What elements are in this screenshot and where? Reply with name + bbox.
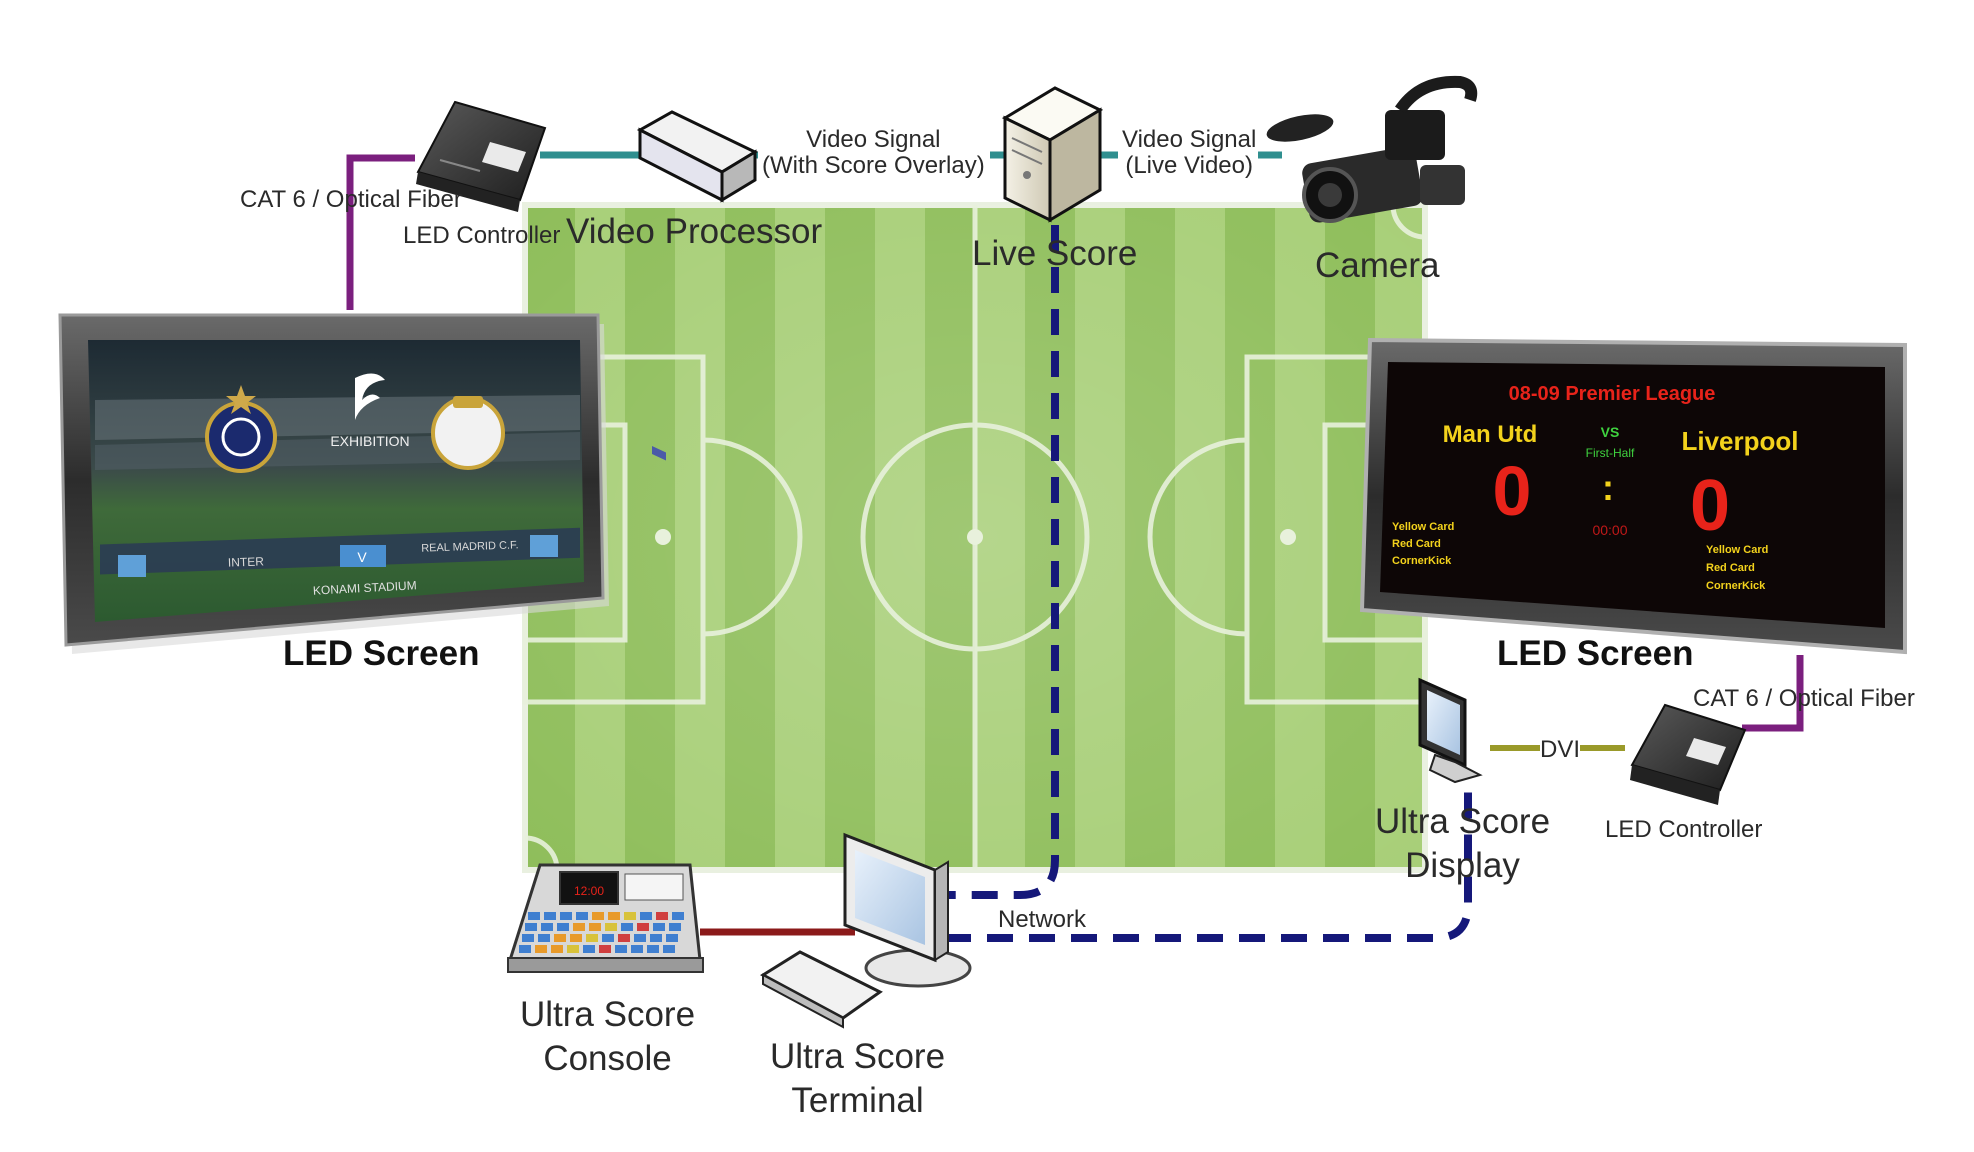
console-key [592, 912, 604, 920]
cat6-left-label: CAT 6 / Optical Fiber [240, 186, 462, 213]
console-key [551, 945, 563, 953]
live-score-label: Live Score [972, 234, 1138, 273]
console-key [637, 923, 649, 931]
video-signal-overlay-label: Video Signal (With Score Overlay) [762, 126, 985, 180]
console-key [608, 912, 620, 920]
scoreboard-away-score: 0 [1690, 466, 1730, 546]
fiber-cable-left [346, 154, 415, 310]
star-icon [226, 385, 256, 414]
console-key [554, 934, 566, 942]
scoreboard-away-stat: Yellow Card [1706, 544, 1768, 556]
scoreboard-away-stat: Red Card [1706, 562, 1755, 574]
left-screen-stadium: KONAMI STADIUM [313, 578, 417, 597]
console-clock: 12:00 [574, 884, 604, 898]
console-key [599, 945, 611, 953]
led-controller-left-label: LED Controller [403, 222, 561, 249]
scoreboard-separator: : [1602, 467, 1614, 508]
console-key [541, 923, 553, 931]
scoreboard-league: 08-09 Premier League [1509, 383, 1716, 405]
left-screen-team-home: INTER [228, 554, 265, 569]
scoreboard-home-score: 0 [1493, 452, 1532, 530]
console-key [586, 934, 598, 942]
ultra-score-display-label: Ultra Score Display [1375, 802, 1551, 885]
live-score-server-icon [1001, 86, 1104, 223]
console-key [589, 923, 601, 931]
console-key [605, 923, 617, 931]
console-key [538, 934, 550, 942]
ultra-score-console-icon: 12:00 [507, 863, 704, 973]
console-key [656, 912, 668, 920]
fiber-cable-right [1742, 655, 1804, 732]
console-key [573, 923, 585, 931]
led-screen-left-label: LED Screen [283, 634, 480, 673]
console-key [525, 923, 537, 931]
console-key [570, 934, 582, 942]
console-key [615, 945, 627, 953]
led-controller-right-label: LED Controller [1605, 816, 1763, 843]
dvi-label: DVI [1540, 736, 1581, 763]
scoreboard-home-team: Man Utd [1443, 421, 1538, 448]
scoreboard-home-stat: CornerKick [1392, 555, 1452, 567]
console-key [624, 912, 636, 920]
real-madrid-crest-icon [431, 396, 505, 470]
console-keypad [519, 912, 684, 953]
inter-crest-icon [205, 401, 277, 473]
tournament-logo-icon [355, 373, 385, 420]
scoreboard-vs: VS [1601, 424, 1620, 440]
ultra-score-terminal-label: Ultra Score Terminal [770, 1037, 946, 1120]
console-key [519, 945, 531, 953]
video-processor-icon [636, 110, 759, 461]
left-screen-team-away: REAL MADRID C.F. [421, 539, 519, 554]
console-key [647, 945, 659, 953]
left-screen-vs: V [357, 549, 367, 565]
led-screen-right: 08-09 Premier League Man Utd VS First-Ha… [1359, 337, 1907, 655]
network-cable [940, 225, 1472, 942]
left-screen-mode: EXHIBITION [330, 433, 409, 449]
console-key [557, 923, 569, 931]
camera-icon [1266, 75, 1478, 223]
console-key [672, 912, 684, 920]
led-screen-left: V EXHIBITION INTER REAL MADRID C.F. KONA… [58, 313, 609, 654]
scoreboard-home-stat: Yellow Card [1392, 521, 1454, 533]
console-key [631, 945, 643, 953]
cat6-right-label: CAT 6 / Optical Fiber [1693, 685, 1915, 712]
console-key [528, 912, 540, 920]
console-key [640, 912, 652, 920]
console-key [544, 912, 556, 920]
console-key [535, 945, 547, 953]
video-signal-live-label: Video Signal (Live Video) [1122, 126, 1257, 180]
console-key [621, 923, 633, 931]
led-controller-left-icon [416, 100, 547, 212]
console-key [567, 945, 579, 953]
ultra-score-display-icon [1418, 677, 1483, 784]
console-key [522, 934, 534, 942]
console-key [666, 934, 678, 942]
scoreboard-time: 00:00 [1592, 522, 1627, 538]
console-key [576, 912, 588, 920]
ultra-score-terminal-icon [760, 832, 972, 1029]
console-key [602, 934, 614, 942]
scoreboard-home-stat: Red Card [1392, 538, 1441, 550]
video-processor-label: Video Processor [566, 212, 823, 251]
console-key [663, 945, 675, 953]
console-key [650, 934, 662, 942]
network-label: Network [998, 906, 1087, 933]
ultra-score-console-label: Ultra Score Console [520, 995, 696, 1078]
led-screen-right-label: LED Screen [1497, 634, 1694, 673]
console-key [653, 923, 665, 931]
console-key [560, 912, 572, 920]
led-controller-right-icon [1630, 703, 1747, 805]
scoreboard-away-team: Liverpool [1681, 426, 1798, 456]
keyboard-icon [760, 950, 883, 1029]
console-key [669, 923, 681, 931]
camera-label: Camera [1315, 246, 1440, 285]
console-key [634, 934, 646, 942]
scoreboard-away-stat: CornerKick [1706, 580, 1766, 592]
console-key [618, 934, 630, 942]
console-key [583, 945, 595, 953]
scoreboard-period: First-Half [1586, 446, 1635, 460]
football-pitch [522, 202, 1428, 873]
